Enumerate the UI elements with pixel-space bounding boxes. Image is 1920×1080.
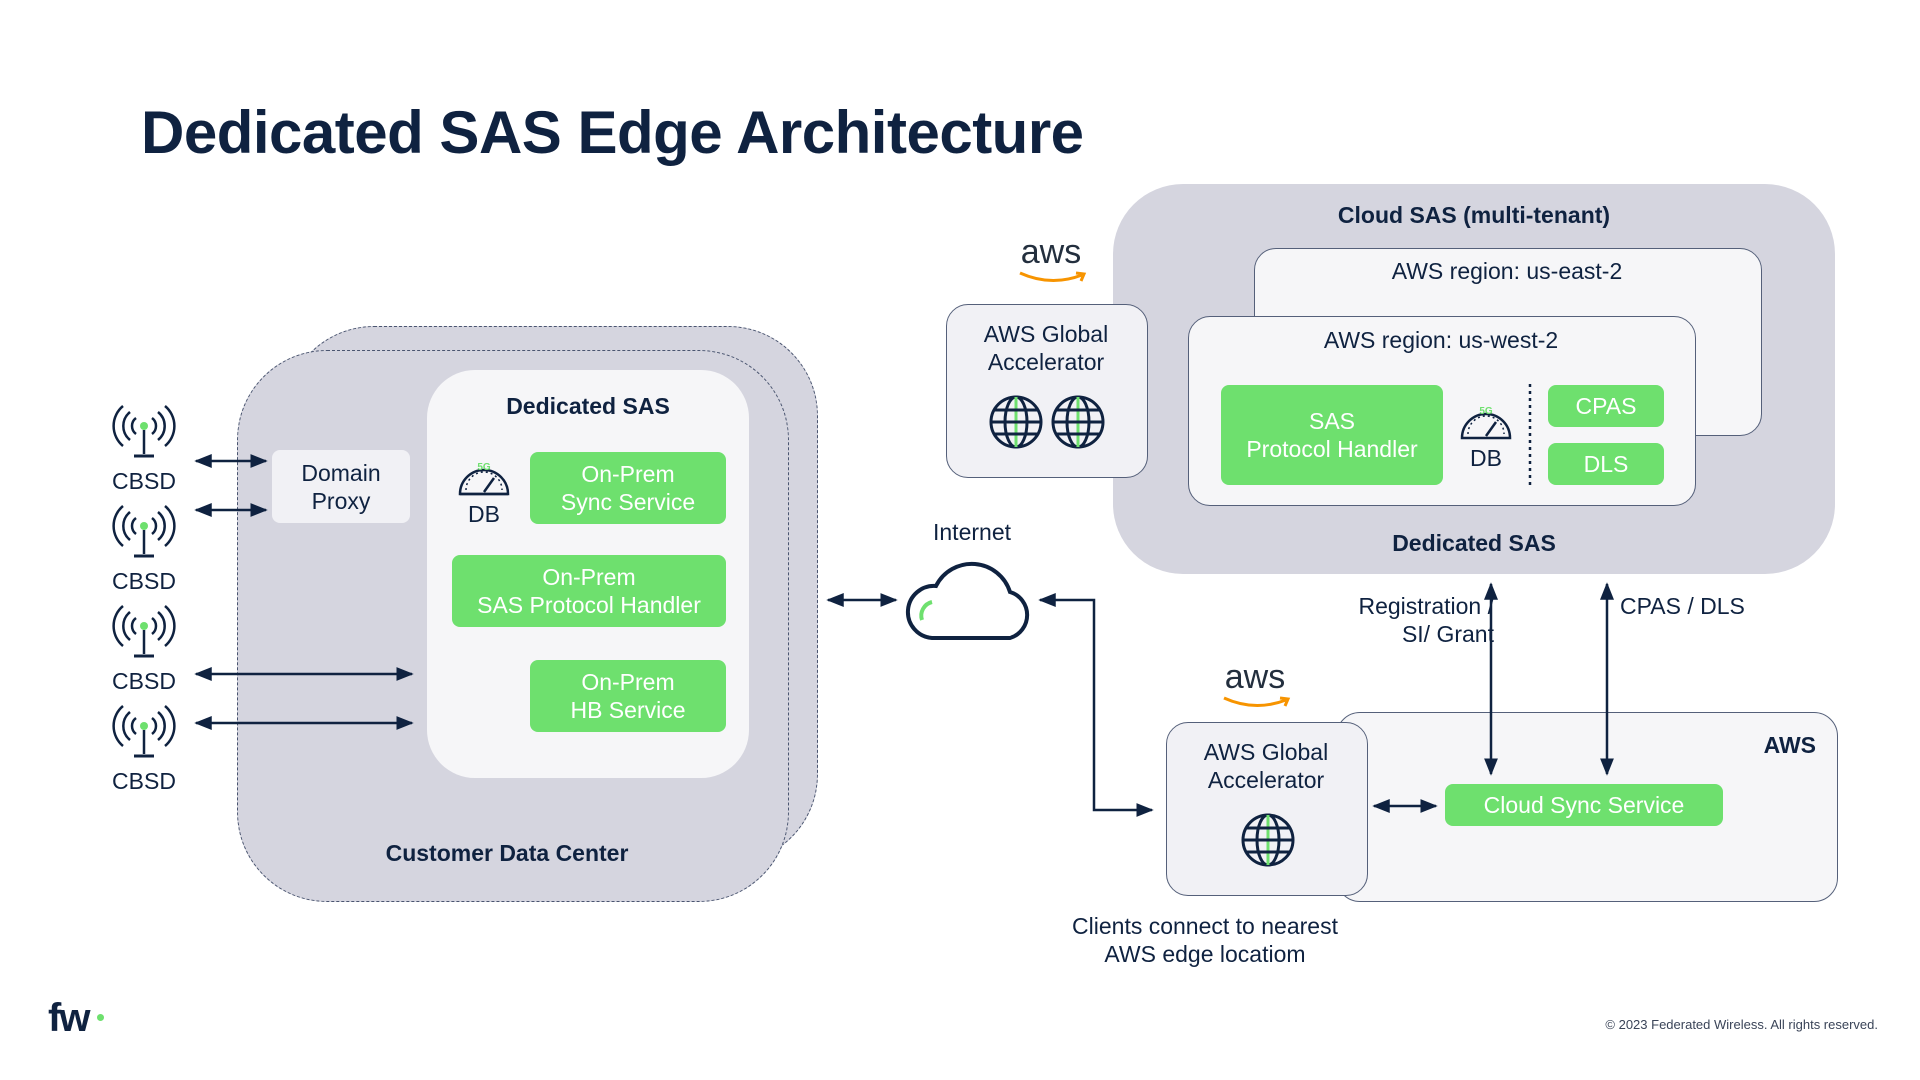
aws-logo-top: aws <box>1006 235 1096 290</box>
antenna-icon <box>112 605 176 658</box>
fw-logo-dot <box>97 1014 104 1021</box>
svg-text:5G: 5G <box>1479 406 1493 417</box>
cbsd-label: CBSD <box>112 568 176 594</box>
dedicated-sas-label: Dedicated SAS <box>506 393 670 419</box>
on-prem-sync-service: On-Prem Sync Service <box>530 452 726 524</box>
arrow-internet-aga <box>1038 593 1154 817</box>
cbsd-2: CBSD <box>108 500 180 595</box>
domain-proxy-box: Domain Proxy <box>272 450 410 523</box>
cbsd-4: CBSD <box>108 700 180 795</box>
aws-smile-icon <box>1223 696 1291 708</box>
fw-logo: fw <box>48 996 90 1040</box>
clients-note: Clients connect to nearest AWS edge loca… <box>1072 913 1338 967</box>
aga-top-label: AWS Global Accelerator <box>983 321 1109 375</box>
customer-data-center-label: Customer Data Center <box>385 840 629 866</box>
db-label: DB <box>468 501 500 527</box>
antenna-icon <box>112 505 176 558</box>
cpas-dls-label: CPAS / DLS <box>1620 593 1745 619</box>
cbsd-1: CBSD <box>108 400 180 495</box>
cpas-box: CPAS <box>1548 385 1664 427</box>
region-west-label: AWS region: us-west-2 <box>1323 327 1559 353</box>
antenna-icon <box>112 705 176 758</box>
aws-smile-icon <box>1019 271 1087 283</box>
region-east-label: AWS region: us-east-2 <box>1391 258 1623 284</box>
copyright: © 2023 Federated Wireless. All rights re… <box>1605 1017 1878 1032</box>
page-title: Dedicated SAS Edge Architecture <box>141 99 1084 166</box>
on-prem-protocol-handler: On-Prem SAS Protocol Handler <box>452 555 726 627</box>
cbsd-label: CBSD <box>112 768 176 794</box>
dotted-divider <box>1528 384 1532 486</box>
aws-global-accelerator-top <box>946 304 1148 478</box>
antenna-icon <box>112 405 176 458</box>
aws-logo-text: aws <box>1020 233 1082 271</box>
aws-logo-bottom: aws <box>1210 660 1300 715</box>
cloud-protocol-handler: SAS Protocol Handler <box>1221 385 1443 485</box>
cloud-sync-service: Cloud Sync Service <box>1445 784 1723 826</box>
cloud-icon <box>906 561 1030 640</box>
cbsd-3: CBSD <box>108 600 180 695</box>
internet-label: Internet <box>933 519 1011 545</box>
cloud-db-label: DB <box>1470 445 1502 471</box>
dls-box: DLS <box>1548 443 1664 485</box>
svg-text:5G: 5G <box>477 462 491 473</box>
cbsd-label: CBSD <box>112 468 176 494</box>
globe-icon <box>1241 813 1295 867</box>
aws-box-label: AWS <box>1763 732 1816 758</box>
db-gauge-icon: 5G <box>1460 406 1512 440</box>
db-gauge-icon: 5G <box>458 462 510 496</box>
dedicated-sas-cloud-label: Dedicated SAS <box>1392 530 1556 556</box>
globe-icon <box>989 395 1105 449</box>
aga-bottom-label: AWS Global Accelerator <box>1203 739 1329 793</box>
cloud-sas-label: Cloud SAS (multi-tenant) <box>1337 202 1611 228</box>
aws-global-accelerator-bottom <box>1166 722 1368 896</box>
on-prem-hb-service: On-Prem HB Service <box>530 660 726 732</box>
aws-logo-text: aws <box>1224 658 1286 696</box>
cbsd-label: CBSD <box>112 668 176 694</box>
